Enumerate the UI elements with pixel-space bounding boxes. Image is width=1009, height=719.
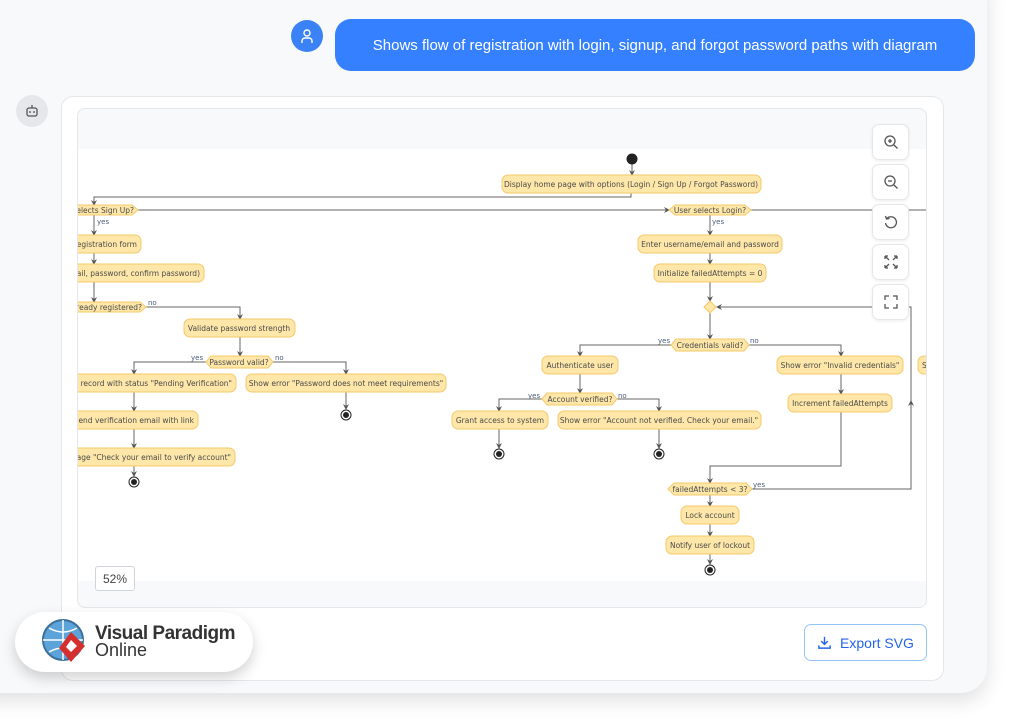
start-node [626,153,638,165]
decision-account-verified: Account verified? [541,392,618,406]
svg-text:Authenticate user: Authenticate user [547,361,615,370]
edge-label-yes: yes [191,354,203,362]
edge-label-yes: yes [712,218,724,226]
edge-label-yes: yes [528,392,540,400]
end-node [653,448,665,460]
user-message: Shows flow of registration with login, s… [335,19,975,71]
action-enter-credentials: Enter username/email and password [637,234,783,254]
action-notify-lockout: Notify user of lockout [665,535,755,555]
action-lock-account: Lock account [680,505,740,525]
zoom-out-icon [883,175,898,189]
robot-icon [26,105,38,117]
end-node [340,409,352,421]
merge-node [703,300,717,314]
decision-login: User selects Login? [668,204,752,216]
zoom-in-button[interactable] [872,124,909,160]
decision-already-registered: ready registered? [77,301,147,313]
action-authenticate: Authenticate user [541,355,619,375]
svg-text:ready registered?: ready registered? [77,303,142,312]
user-icon [301,29,313,43]
decision-credentials-valid: Credentials valid? [670,338,750,352]
svg-text:ail, password, confirm passwor: ail, password, confirm password) [77,269,200,278]
fullscreen-button[interactable] [872,284,909,320]
svg-text:r record with status "Pending: r record with status "Pending Verificati… [77,379,232,388]
svg-text:end verification email with li: end verification email with link [78,416,194,425]
svg-text:Grant access to system: Grant access to system [456,416,544,425]
svg-text:Account verified?: Account verified? [548,395,613,404]
action-invalid-credentials: Show error "Invalid credentials" [776,355,904,375]
edge-label-no: no [275,354,284,362]
reset-icon [884,215,897,229]
bot-avatar [16,95,48,127]
logo-text-line2: Online [95,640,148,660]
download-icon [818,636,831,649]
action-create-record: r record with status "Pending Verificati… [77,373,237,393]
visual-paradigm-logo: Visual Paradigm Online [15,612,253,672]
action-partial-right: S [917,355,927,375]
edge-label-no: no [148,299,157,307]
svg-text:Increment failedAttempts: Increment failedAttempts [792,399,888,408]
svg-text:Credentials valid?: Credentials valid? [677,341,744,350]
user-avatar [291,20,323,52]
fit-view-button[interactable] [872,244,909,280]
decision-signup: elects Sign Up? [77,204,139,216]
export-svg-label: Export SVG [840,634,914,651]
svg-text:Password valid?: Password valid? [209,358,268,367]
end-node [704,564,716,576]
export-svg-button[interactable]: Export SVG [804,624,927,661]
visual-paradigm-logo-icon [42,619,85,662]
action-registration-form: egistration form [77,234,142,254]
action-display-home: Display home page with options (Login / … [501,174,762,194]
edge-label-yes: yes [753,481,765,489]
logo-text-line1: Visual Paradigm [95,623,236,644]
svg-text:Show error "Password does not: Show error "Password does not meet requi… [249,379,443,388]
reset-view-button[interactable] [872,204,909,240]
svg-text:Notify user of lockout: Notify user of lockout [670,541,750,550]
svg-text:age "Check your email to verif: age "Check your email to verify account" [77,453,231,462]
action-enter-details: ail, password, confirm password) [77,263,205,283]
end-node [493,448,505,460]
svg-text:Enter username/email and passw: Enter username/email and password [641,240,779,249]
edge-label-no: no [750,337,759,345]
zoom-level-indicator: 52% [95,566,135,591]
edge-label-yes: yes [658,337,670,345]
action-password-error: Show error "Password does not meet requi… [245,373,447,393]
svg-text:S: S [922,361,927,370]
action-check-email-message: age "Check your email to verify account" [77,447,236,467]
svg-text:Show error "Invalid credential: Show error "Invalid credentials" [781,361,900,370]
svg-text:egistration form: egistration form [77,240,137,249]
fullscreen-icon [883,295,898,309]
svg-text:Validate password strength: Validate password strength [188,324,290,333]
action-send-verification: end verification email with link [78,410,199,430]
decision-password-valid: Password valid? [205,355,274,369]
fit-icon [883,255,898,269]
end-node [128,476,140,488]
edge-label-yes: yes [97,218,109,226]
svg-text:failedAttempts < 3?: failedAttempts < 3? [673,485,748,494]
action-validate-password: Validate password strength [183,318,296,338]
decision-attempts-check: failedAttempts < 3? [667,482,753,496]
action-not-verified-error: Show error "Account not verified. Check … [557,410,762,430]
diagram-canvas[interactable]: yes no yes no yes yes no yes no yes Disp… [77,108,927,608]
svg-text:Show error "Account not verifi: Show error "Account not verified. Check … [560,416,758,425]
svg-text:Initialize failedAttempts = 0: Initialize failedAttempts = 0 [658,269,763,278]
zoom-out-button[interactable] [872,164,909,200]
svg-text:elects Sign Up?: elects Sign Up? [77,206,134,215]
edge-label-no: no [618,392,627,400]
activity-diagram: yes no yes no yes yes no yes no yes Disp… [77,153,927,576]
edges [91,164,926,565]
svg-text:Lock account: Lock account [685,511,734,520]
action-increment-attempts: Increment failedAttempts [787,393,893,413]
svg-text:User selects Login?: User selects Login? [674,206,746,215]
action-init-attempts: Initialize failedAttempts = 0 [653,263,767,283]
zoom-in-icon [883,135,898,149]
action-grant-access: Grant access to system [451,410,549,430]
svg-text:Display home page with options: Display home page with options (Login / … [504,180,758,189]
